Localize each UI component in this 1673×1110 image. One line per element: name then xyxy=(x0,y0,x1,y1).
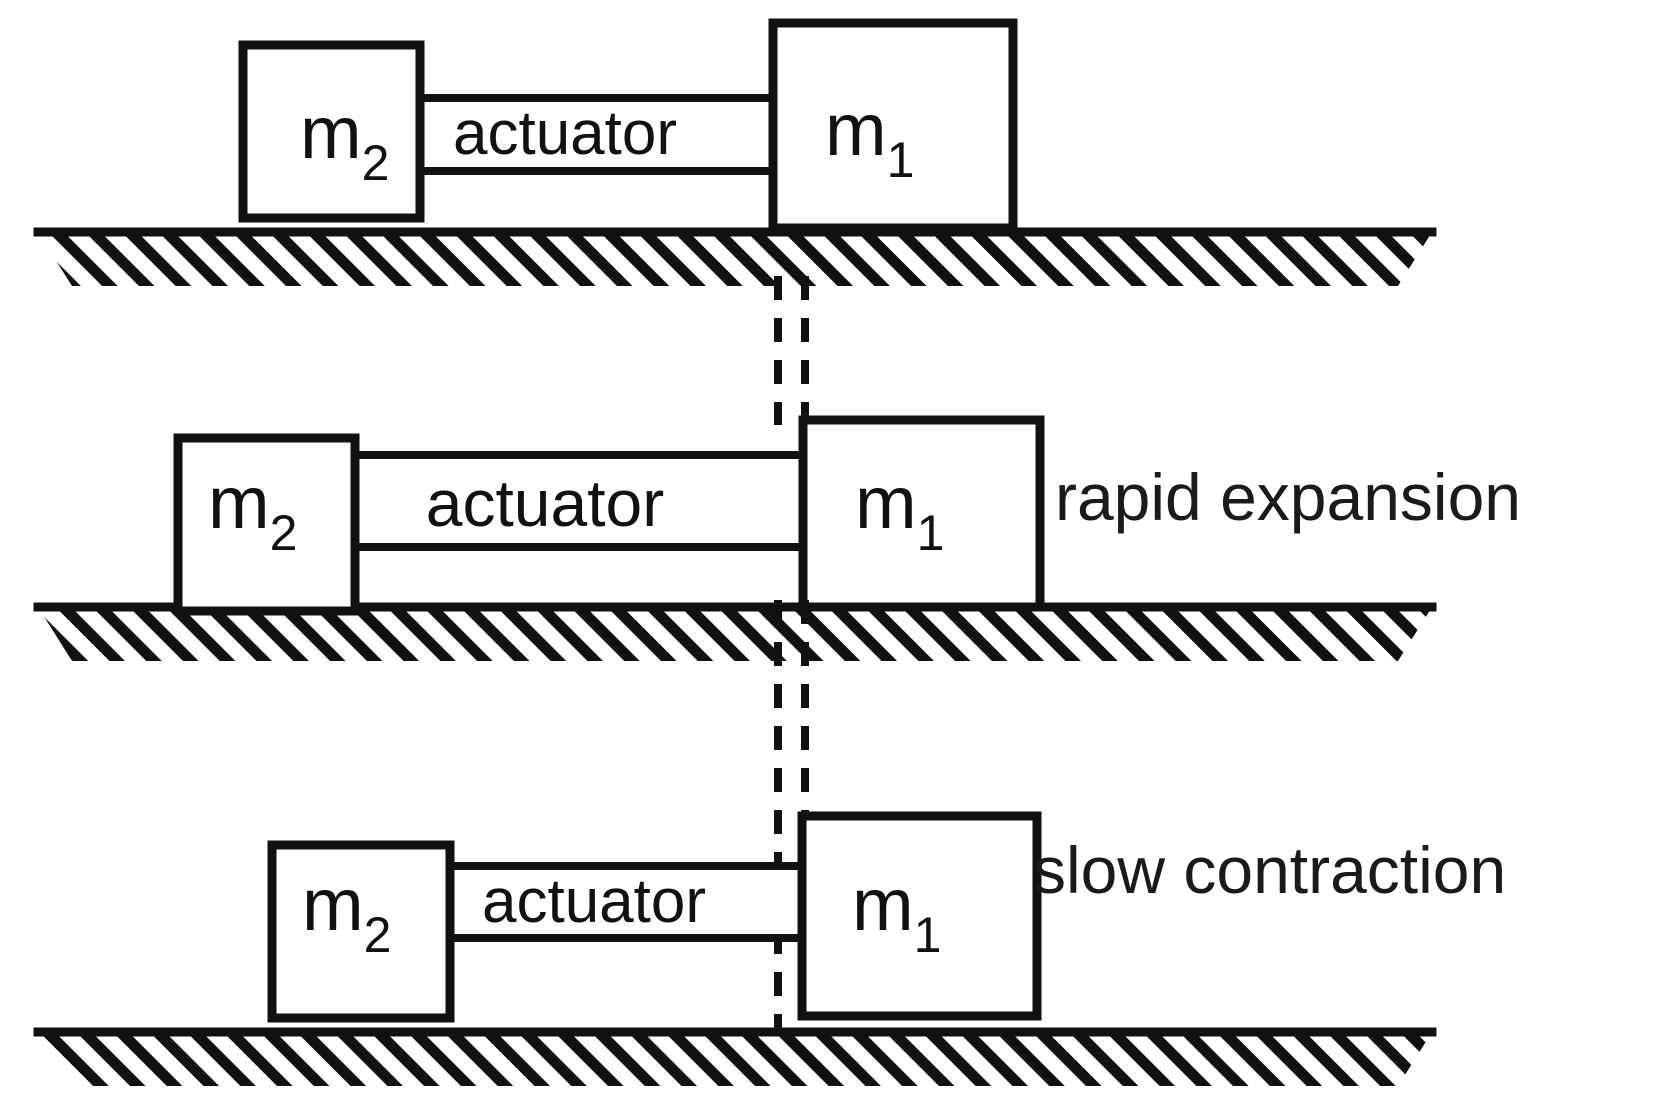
mass-m2-symbol: m xyxy=(302,863,364,946)
mass-m1-symbol: m xyxy=(825,88,887,171)
mass-m2-symbol: m xyxy=(300,91,362,174)
ground-row-initial xyxy=(33,227,1437,286)
mass-m2-subscript: 2 xyxy=(362,135,390,191)
mass-m2-box xyxy=(267,840,455,1023)
mass-m2-symbol: m xyxy=(208,461,270,544)
ground-row-slow-contraction xyxy=(33,1027,1437,1086)
mass-m1-subscript: 1 xyxy=(887,132,915,188)
actuator-row-rapid-expansion: actuator xyxy=(351,451,807,551)
mass-m1-box xyxy=(797,811,1042,1021)
mass-m2-subscript: 2 xyxy=(270,505,298,561)
mass-m1-label: m1 xyxy=(825,88,914,188)
mass-m1-box xyxy=(798,415,1045,612)
mass-m1-row-slow-contraction: m1 xyxy=(797,811,1042,1021)
row-rapid-expansion: actuator m2 m1 rapid expansion xyxy=(33,415,1521,661)
actuator-label: actuator xyxy=(453,99,677,168)
actuator-row-initial: actuator xyxy=(416,94,777,175)
mass-m2-box xyxy=(238,40,425,223)
actuator-label: actuator xyxy=(426,466,664,540)
mass-m2-label: m2 xyxy=(208,461,297,561)
ground-hatch-icon xyxy=(38,1032,1432,1086)
reference-guides-upper xyxy=(774,276,809,425)
mass-m1-box xyxy=(768,18,1018,233)
mass-m2-label: m2 xyxy=(300,91,389,191)
mass-m1-row-initial: m1 xyxy=(768,18,1018,233)
actuator-row-slow-contraction: actuator xyxy=(446,862,806,942)
mass-m2-subscript: 2 xyxy=(364,907,392,963)
caption-rapid-expansion: rapid expansion xyxy=(1055,460,1521,534)
row-initial: actuator m2 m1 xyxy=(33,18,1437,286)
actuator-body xyxy=(351,451,807,551)
mass-m1-label: m1 xyxy=(852,863,941,963)
mass-m2-box xyxy=(173,433,360,616)
mass-m1-subscript: 1 xyxy=(914,907,942,963)
ground-hatch-icon xyxy=(38,232,1432,286)
mass-m1-row-rapid-expansion: m1 xyxy=(798,415,1045,612)
row-slow-contraction: actuator m2 m1 slow contraction xyxy=(33,811,1506,1086)
mass-m2-row-slow-contraction: m2 xyxy=(267,840,455,1023)
mass-m2-label: m2 xyxy=(302,863,391,963)
mass-m1-symbol: m xyxy=(852,863,914,946)
actuator-label: actuator xyxy=(482,867,706,936)
mass-m1-label: m1 xyxy=(855,461,944,561)
mass-m2-row-initial: m2 xyxy=(238,40,425,223)
caption-slow-contraction: slow contraction xyxy=(1033,833,1506,907)
mass-m1-symbol: m xyxy=(855,461,917,544)
mass-m1-subscript: 1 xyxy=(917,505,945,561)
mass-m2-row-rapid-expansion: m2 xyxy=(173,433,360,616)
ground-hatch-icon xyxy=(38,607,1432,661)
